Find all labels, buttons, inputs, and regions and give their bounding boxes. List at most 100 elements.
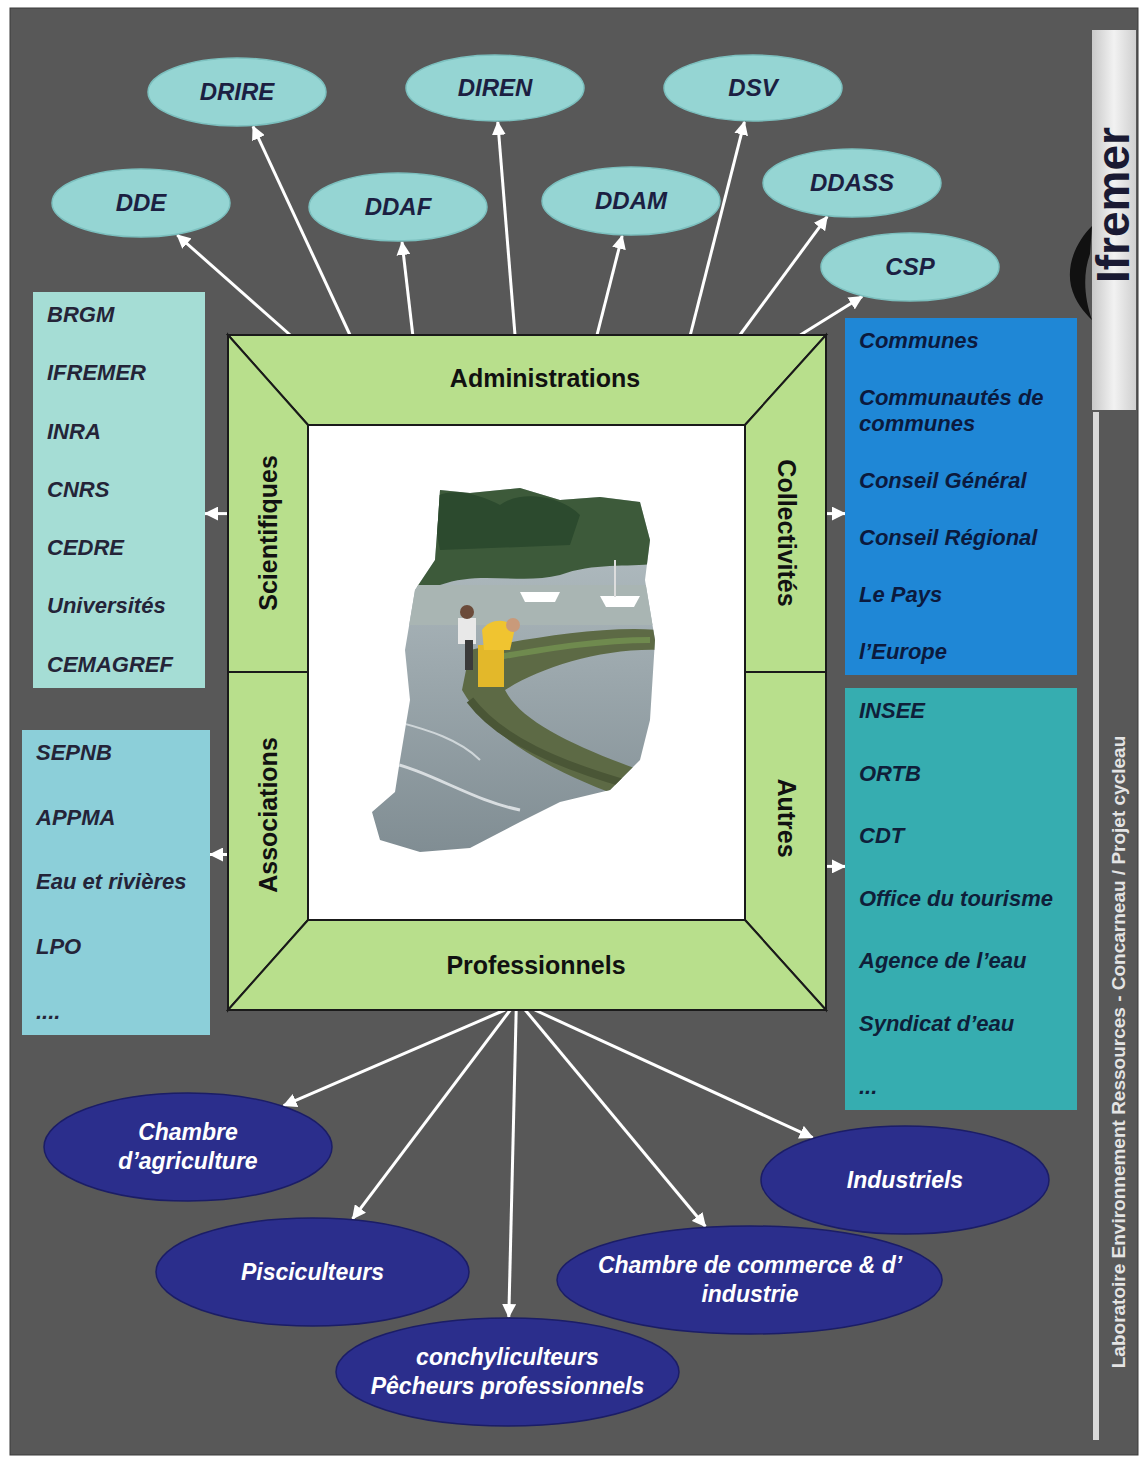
ellipse-outline [763, 149, 941, 217]
list-item: Le Pays [859, 582, 1069, 608]
ellipse-outline [156, 1218, 469, 1326]
ellipse-outline [52, 169, 230, 237]
list-box: CommunesCommunautés de communesConseil G… [845, 318, 1077, 675]
text-group: DDAF [365, 192, 432, 222]
connector-arrow [402, 242, 413, 335]
list-item: BRGM [47, 302, 197, 328]
ellipse-outline [44, 1093, 332, 1201]
connector-arrow [826, 512, 845, 515]
connector-arrow [597, 236, 622, 335]
text-group: Industriels [847, 1166, 963, 1195]
list-box: INSEEORTBCDTOffice du tourismeAgence de … [845, 688, 1077, 1110]
list-item: CEMAGREF [47, 652, 197, 678]
text-group: Chambre de commerce & d’ industrie [595, 1251, 905, 1309]
node-text: Chambre d’agriculture [88, 1118, 288, 1176]
connector-arrow [509, 1010, 516, 1317]
band-outline [228, 335, 826, 425]
ellipse-outline [557, 1226, 942, 1334]
band-outline [745, 335, 826, 672]
ellipse-outline [542, 167, 720, 235]
band-title: Associations [254, 737, 283, 893]
band-title: Autres [772, 778, 801, 857]
band-title: Scientifiques [254, 455, 283, 611]
text-group: DSV [728, 73, 777, 103]
ellipse-outline [664, 55, 842, 121]
list-box: SEPNBAPPMAEau et rivièresLPO.... [22, 730, 210, 1035]
list-item: INRA [47, 419, 197, 445]
node-text: DDAF [365, 192, 432, 222]
ellipse-outline [148, 58, 326, 126]
service-ellipse: DDASS [762, 148, 942, 218]
connector-arrow [690, 122, 744, 335]
frame-band: Administrations [228, 335, 826, 425]
panel [10, 8, 1138, 1455]
service-ellipse: DIREN [405, 54, 585, 122]
connector-arrow [498, 122, 515, 335]
node-text: DRIRE [200, 77, 275, 107]
frame-band: Professionnels [228, 920, 826, 1010]
band-outline [228, 920, 826, 1010]
ellipse-shape [43, 1092, 333, 1202]
node-text: Industriels [847, 1166, 963, 1195]
connector-arrow [740, 217, 827, 335]
ellipse-outline [406, 55, 584, 121]
ellipse-outline [309, 173, 487, 241]
list-box: BRGMIFREMERINRACNRSCEDREUniversitésCEMAG… [33, 292, 205, 688]
profession-ellipse: Chambre d’agriculture [43, 1092, 333, 1202]
frame-band: Collectivités [745, 335, 826, 672]
node-text: DDASS [810, 168, 894, 198]
list-item: Eau et rivières [36, 869, 202, 895]
profession-ellipse: Chambre de commerce & d’ industrie [556, 1225, 943, 1335]
connector-arrow [205, 512, 228, 515]
side-strip [1093, 412, 1099, 1440]
text-group: DDAM [595, 186, 667, 216]
service-ellipse: DDAF [308, 172, 488, 242]
list-item: ORTB [859, 761, 1069, 787]
list-item: Conseil Général [859, 468, 1069, 494]
logo-text: Ifremer [1086, 127, 1140, 283]
text-group: DRIRE [200, 77, 275, 107]
node-text: CSP [885, 252, 934, 282]
node-text: conchyliculteurs [371, 1343, 645, 1372]
list-item: CDT [859, 823, 1069, 849]
text-group: DDE [116, 188, 167, 218]
service-ellipse: DRIRE [147, 57, 327, 127]
band-outline [228, 335, 308, 672]
list-item: CNRS [47, 477, 197, 503]
list-item: Universités [47, 593, 197, 619]
connector-arrow [826, 865, 845, 868]
connector-arrow [284, 1010, 505, 1106]
list-item: Conseil Régional [859, 525, 1069, 551]
connector-arrow [525, 1010, 705, 1227]
text-group: CSP [885, 252, 934, 282]
ellipse-outline [761, 1126, 1049, 1234]
text-group: Chambre d’agriculture [88, 1118, 288, 1176]
list-item: ... [859, 1074, 1069, 1100]
ellipse-shape [335, 1317, 680, 1427]
text-group: DDASS [810, 168, 894, 198]
node-text: DDAM [595, 186, 667, 216]
band-title: Administrations [450, 364, 640, 393]
profession-ellipse: Pisciculteurs [155, 1217, 470, 1327]
connector-arrow [210, 853, 228, 856]
list-item: l’Europe [859, 639, 1069, 665]
list-item: LPO [36, 934, 202, 960]
list-item: SEPNB [36, 740, 202, 766]
photo-illustration [360, 480, 670, 860]
frame-center [308, 425, 745, 920]
ellipse-outline [821, 233, 999, 301]
connector-arrow [353, 1010, 511, 1219]
list-item: Agence de l’eau [859, 948, 1069, 974]
profession-ellipse: Industriels [760, 1125, 1050, 1235]
credit-text: Laboratoire Environnement Ressources - C… [1108, 736, 1130, 1368]
service-ellipse: CSP [820, 232, 1000, 302]
text-group: conchyliculteursPêcheurs professionnels [371, 1343, 645, 1401]
node-text: DIREN [458, 73, 533, 103]
node-text: Chambre de commerce & d’ industrie [595, 1251, 905, 1309]
text-group: Pisciculteurs [241, 1258, 384, 1287]
node-text: Pêcheurs professionnels [371, 1372, 645, 1401]
node-text: DDE [116, 188, 167, 218]
